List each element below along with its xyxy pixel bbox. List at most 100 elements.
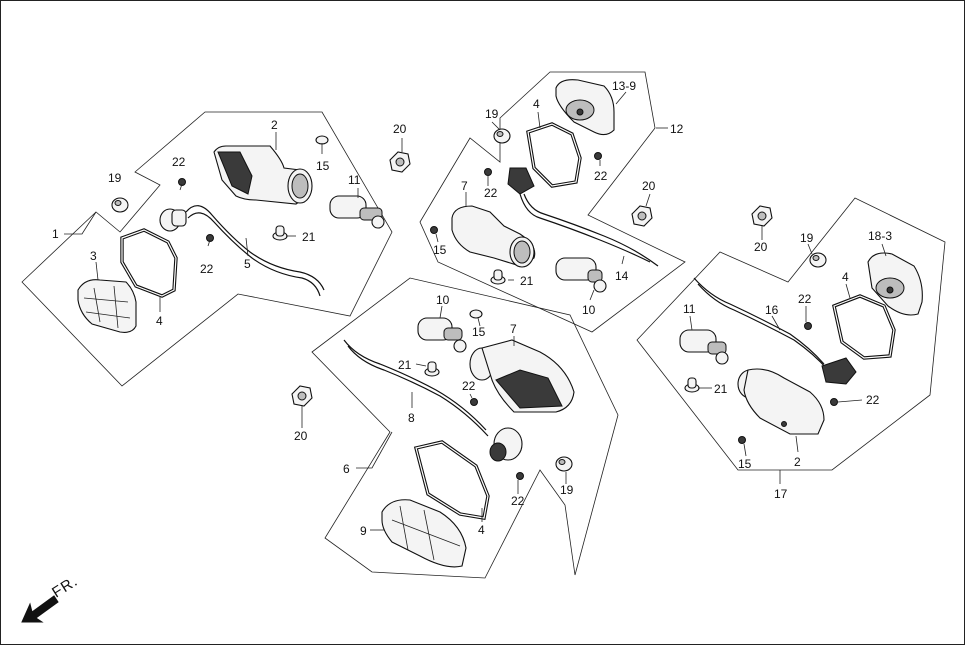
grommet-19-left <box>111 197 129 213</box>
callout-15-left: 15 <box>316 159 330 173</box>
nut-20-right <box>751 205 773 227</box>
socket-wire-8 <box>343 339 523 462</box>
callout-20-right: 20 <box>754 240 768 254</box>
callout-4-right: 4 <box>842 270 849 284</box>
callout-20-left: 20 <box>393 122 407 136</box>
housing-2-right <box>737 368 825 435</box>
callout-11-right: 11 <box>683 302 696 316</box>
callout-7-top: 7 <box>461 179 468 193</box>
housing-7-bottom <box>469 339 575 413</box>
callout-12: 12 <box>670 122 684 136</box>
screw-22-left-b <box>206 234 214 247</box>
bulb-11-right <box>679 329 729 365</box>
bulb-21-bottom <box>424 361 440 377</box>
bulb-21-right <box>684 377 700 393</box>
callout-22-left-b: 22 <box>200 262 214 276</box>
callout-15-bottom: 15 <box>472 325 486 339</box>
callout-labels: 1 2 3 4 5 11 15 19 20 21 22 22 19 4 13-9… <box>52 79 892 538</box>
callout-22-right-a: 22 <box>798 292 812 306</box>
callout-13-9: 13-9 <box>612 79 636 93</box>
nut-20-left <box>389 151 411 173</box>
callout-21-bottom: 21 <box>398 358 412 372</box>
callout-20-bottom: 20 <box>294 429 308 443</box>
callout-5: 5 <box>244 257 251 271</box>
callout-3: 3 <box>90 249 97 263</box>
callout-19-left: 19 <box>108 171 122 185</box>
callout-19-bottom: 19 <box>560 483 574 497</box>
screw-15-bottom <box>469 309 483 319</box>
group-outline-6 <box>311 277 619 579</box>
callout-11-left: 11 <box>348 173 361 187</box>
callout-4-left: 4 <box>156 314 163 328</box>
lens-3 <box>77 279 137 333</box>
nut-20-bottom <box>291 385 313 407</box>
screw-22-left-a <box>178 178 186 191</box>
callout-19-right: 19 <box>800 231 814 245</box>
lens-13-9 <box>555 79 615 136</box>
callout-22-bottom-b: 22 <box>511 494 525 508</box>
leader-lines <box>64 91 887 531</box>
callout-22-bottom-a: 22 <box>462 379 476 393</box>
grommet-19-bottom <box>555 456 573 472</box>
callout-10-top: 10 <box>582 303 596 317</box>
callout-16: 16 <box>765 303 779 317</box>
socket-wire-5 <box>159 205 325 297</box>
callout-18-3: 18-3 <box>868 229 892 243</box>
callout-4-bottom: 4 <box>478 523 485 537</box>
housing-2-left <box>213 145 313 205</box>
group-outline-1 <box>21 111 393 387</box>
callout-19-top: 19 <box>485 107 499 121</box>
screw-15-top <box>430 226 438 234</box>
callout-21-right: 21 <box>714 382 728 396</box>
gasket-4-bottom <box>413 440 490 520</box>
lens-18-3 <box>867 252 923 316</box>
socket-wire-16 <box>693 277 857 385</box>
screw-22-top-a <box>484 168 492 176</box>
bulb-11-left <box>329 195 385 229</box>
callout-22-left-a: 22 <box>172 155 186 169</box>
grommet-19-top <box>493 128 511 144</box>
callout-15-top: 15 <box>433 243 447 257</box>
callout-1: 1 <box>52 227 59 241</box>
callout-8: 8 <box>408 411 415 425</box>
callout-4-top: 4 <box>533 97 540 111</box>
lens-9 <box>381 499 467 568</box>
bulb-10-bottom <box>417 317 467 353</box>
gasket-4-right <box>832 294 896 360</box>
gasket-4-left <box>120 228 178 298</box>
callout-9: 9 <box>360 524 367 538</box>
front-arrow-icon <box>21 595 59 623</box>
callout-10-bottom: 10 <box>436 293 450 307</box>
gasket-4-top <box>526 122 582 188</box>
callout-22-right-b: 22 <box>866 393 880 407</box>
nut-20-top <box>631 205 653 227</box>
screw-22-right-b <box>830 398 838 406</box>
grommet-19-right <box>809 252 827 268</box>
callout-22-top-b: 22 <box>594 169 608 183</box>
callout-6: 6 <box>343 462 350 476</box>
bulb-10-top <box>555 257 607 293</box>
callout-15-right: 15 <box>738 457 752 471</box>
bulb-21-left <box>272 225 288 241</box>
callout-21-left: 21 <box>302 230 316 244</box>
callout-7-bottom: 7 <box>510 322 517 336</box>
bulb-21-top <box>490 269 506 285</box>
callout-22-top-a: 22 <box>484 186 498 200</box>
callout-21-top: 21 <box>520 274 534 288</box>
screw-22-bottom-a <box>470 398 478 406</box>
screw-22-right-a <box>804 322 812 330</box>
callout-2-left: 2 <box>271 118 278 132</box>
screw-22-top-b <box>594 152 602 160</box>
screw-15-left <box>315 135 329 154</box>
group-outline-17 <box>636 197 946 471</box>
callout-20-top: 20 <box>642 179 656 193</box>
callout-17: 17 <box>774 487 788 501</box>
callout-14: 14 <box>615 269 629 283</box>
group-outline-12 <box>419 71 686 333</box>
socket-wire-14 <box>507 167 659 267</box>
housing-7-top <box>451 205 536 268</box>
callout-2-right: 2 <box>794 455 801 469</box>
screw-22-bottom-b <box>516 472 524 480</box>
